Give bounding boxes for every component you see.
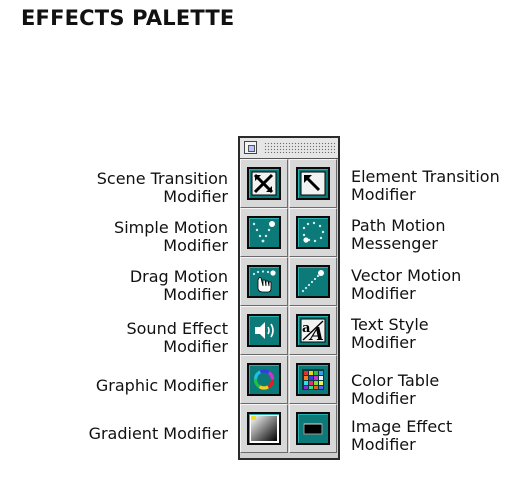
sound-effect-icon <box>255 322 274 339</box>
text-style-button[interactable]: a A <box>289 306 337 355</box>
drag-grip[interactable] <box>264 142 335 153</box>
drag-motion-button[interactable] <box>240 257 288 306</box>
drag-motion-icon <box>252 270 276 293</box>
scene-transition-icon <box>251 171 277 196</box>
element-transition-icon <box>300 171 326 196</box>
path-motion-button[interactable] <box>289 208 337 257</box>
gradient-modifier-icon <box>251 416 277 441</box>
graphic-modifier-icon <box>253 369 275 390</box>
graphic-modifier-button[interactable] <box>240 355 288 404</box>
palette-title-bar[interactable] <box>240 138 338 159</box>
svg-text:a: a <box>302 321 311 336</box>
palette-button-grid: a A <box>240 159 338 458</box>
vector-motion-button[interactable] <box>289 257 337 306</box>
sound-effect-button[interactable] <box>240 306 288 355</box>
element-transition-button[interactable] <box>289 159 337 208</box>
label-graphic-modifier: Graphic Modifier <box>95 376 228 395</box>
image-effect-button[interactable] <box>289 404 337 453</box>
svg-text:A: A <box>308 324 324 343</box>
color-table-icon <box>302 369 324 390</box>
page-title: EFFECTS PALETTE <box>21 6 235 30</box>
gradient-modifier-button[interactable] <box>240 404 288 453</box>
label-gradient-modifier: Gradient Modifier <box>88 424 228 443</box>
close-box-icon[interactable] <box>244 141 257 154</box>
scene-transition-button[interactable] <box>240 159 288 208</box>
effects-palette-window: a A <box>238 136 340 460</box>
simple-motion-icon <box>252 221 275 243</box>
text-style-icon: a A <box>300 318 326 343</box>
path-motion-icon <box>302 221 325 243</box>
simple-motion-button[interactable] <box>240 208 288 257</box>
vector-motion-icon <box>301 270 324 293</box>
image-effect-icon <box>303 423 323 435</box>
color-table-button[interactable] <box>289 355 337 404</box>
